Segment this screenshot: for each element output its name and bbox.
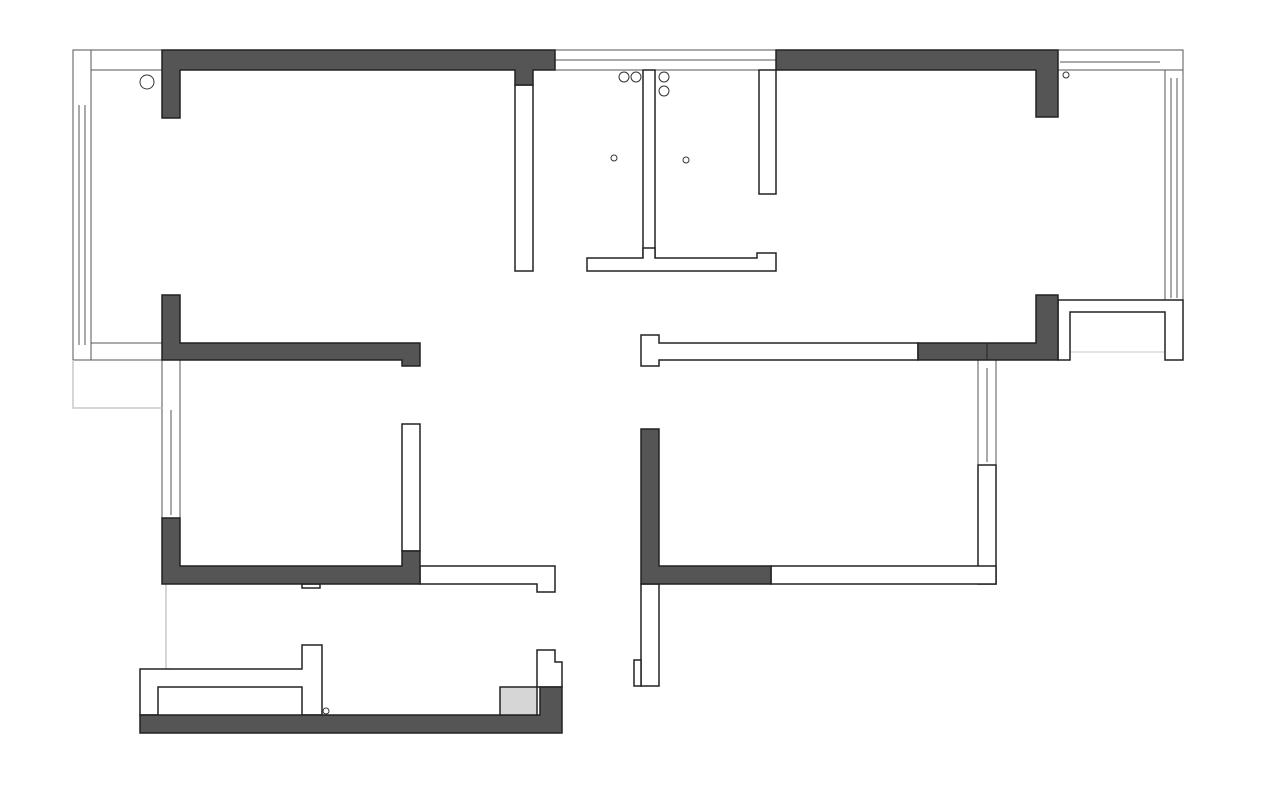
wall-structural-bedroom-right (640, 428, 772, 585)
pipe-icon (630, 71, 642, 83)
wall-balcony (1057, 299, 1184, 361)
wall-structural-right-mid (917, 294, 1059, 361)
shaft (499, 686, 538, 716)
partition-walls (139, 69, 1184, 716)
structural-walls (139, 49, 1059, 734)
wall-bathroom-divider (642, 69, 656, 259)
windows (72, 49, 1184, 519)
drain-icon (682, 156, 690, 164)
wall-partition (770, 565, 997, 585)
wall-corridor-right (640, 334, 919, 367)
wall-partition (640, 583, 660, 687)
wall-partition (401, 423, 421, 552)
wall-partition (758, 69, 777, 195)
wall-structural-top-right (775, 49, 1059, 118)
window-top-right (1057, 49, 1184, 71)
wall-stub (633, 659, 642, 687)
wall-structural-bottom (139, 686, 563, 734)
wall-kitchen (139, 644, 323, 716)
wall-bathroom-front (586, 247, 777, 272)
wall-structural-top-left (161, 49, 556, 119)
wall-structural-left-mid (161, 294, 421, 367)
pipe-icon (139, 74, 155, 90)
window-right (1164, 69, 1184, 301)
pipe-icon (658, 71, 670, 83)
wall-structural-bedroom-left (161, 517, 421, 585)
wall-stub (536, 649, 563, 688)
wall-partition (514, 84, 534, 272)
pipe-icon (618, 71, 630, 83)
window-left (72, 49, 92, 361)
pipe-icon (658, 85, 670, 97)
outline-bay-lower (165, 584, 172, 670)
pipe-icon (1062, 71, 1070, 79)
wall-partition (419, 565, 556, 593)
outline-bay-left (72, 360, 162, 409)
drain-icon (610, 154, 618, 162)
fixtures (139, 71, 1070, 715)
window-left-sill (90, 342, 163, 361)
pipe-icon (322, 707, 330, 715)
